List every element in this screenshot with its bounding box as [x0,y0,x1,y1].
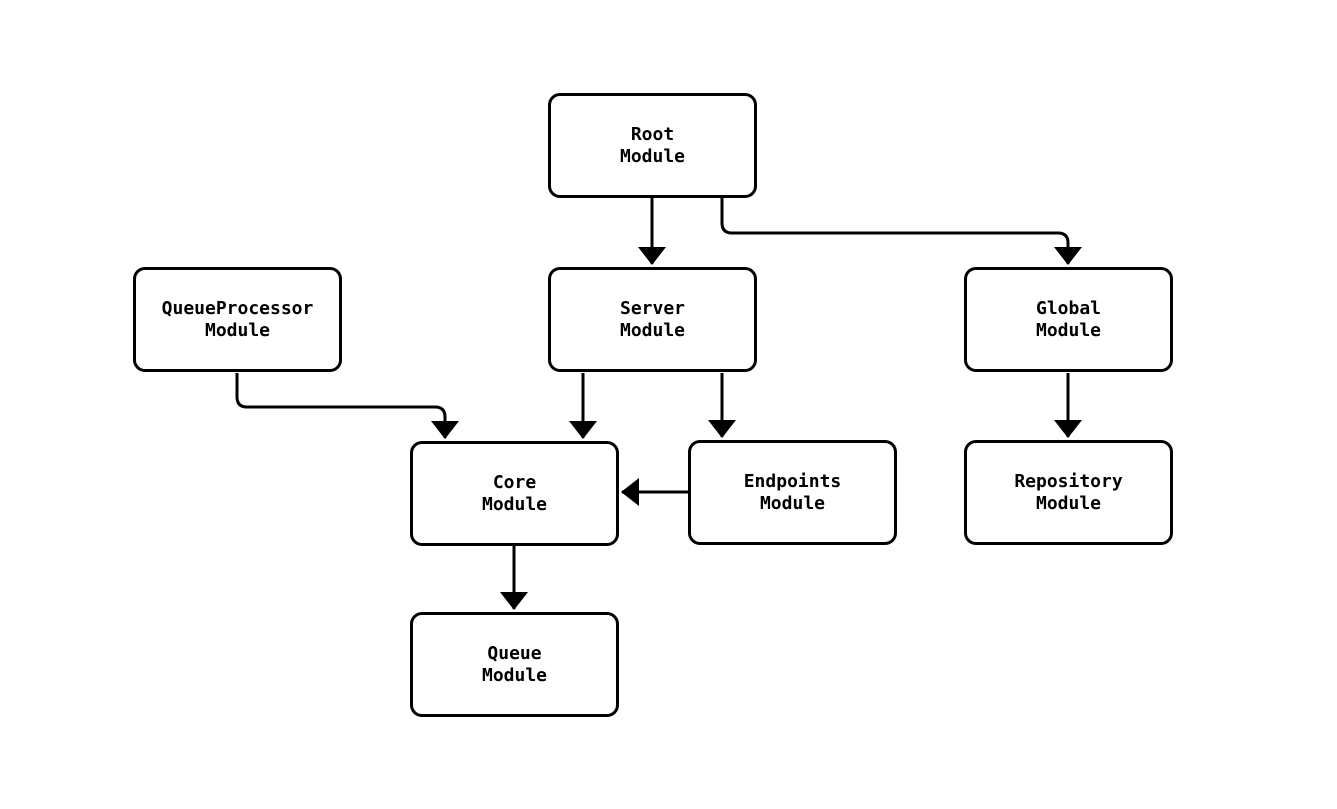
node-repository-module: Repository Module [964,440,1173,545]
node-core-module: Core Module [410,441,619,546]
edge-queueprocessor-to-core [235,373,459,439]
node-server-module: Server Module [548,267,757,372]
edge-root-to-global [720,198,1082,265]
node-global-module: Global Module [964,267,1173,372]
node-queue-module: Queue Module [410,612,619,717]
node-endpoints-module: Endpoints Module [688,440,897,545]
node-queueprocessor-module: QueueProcessor Module [133,267,342,372]
node-root-module: Root Module [548,93,757,198]
